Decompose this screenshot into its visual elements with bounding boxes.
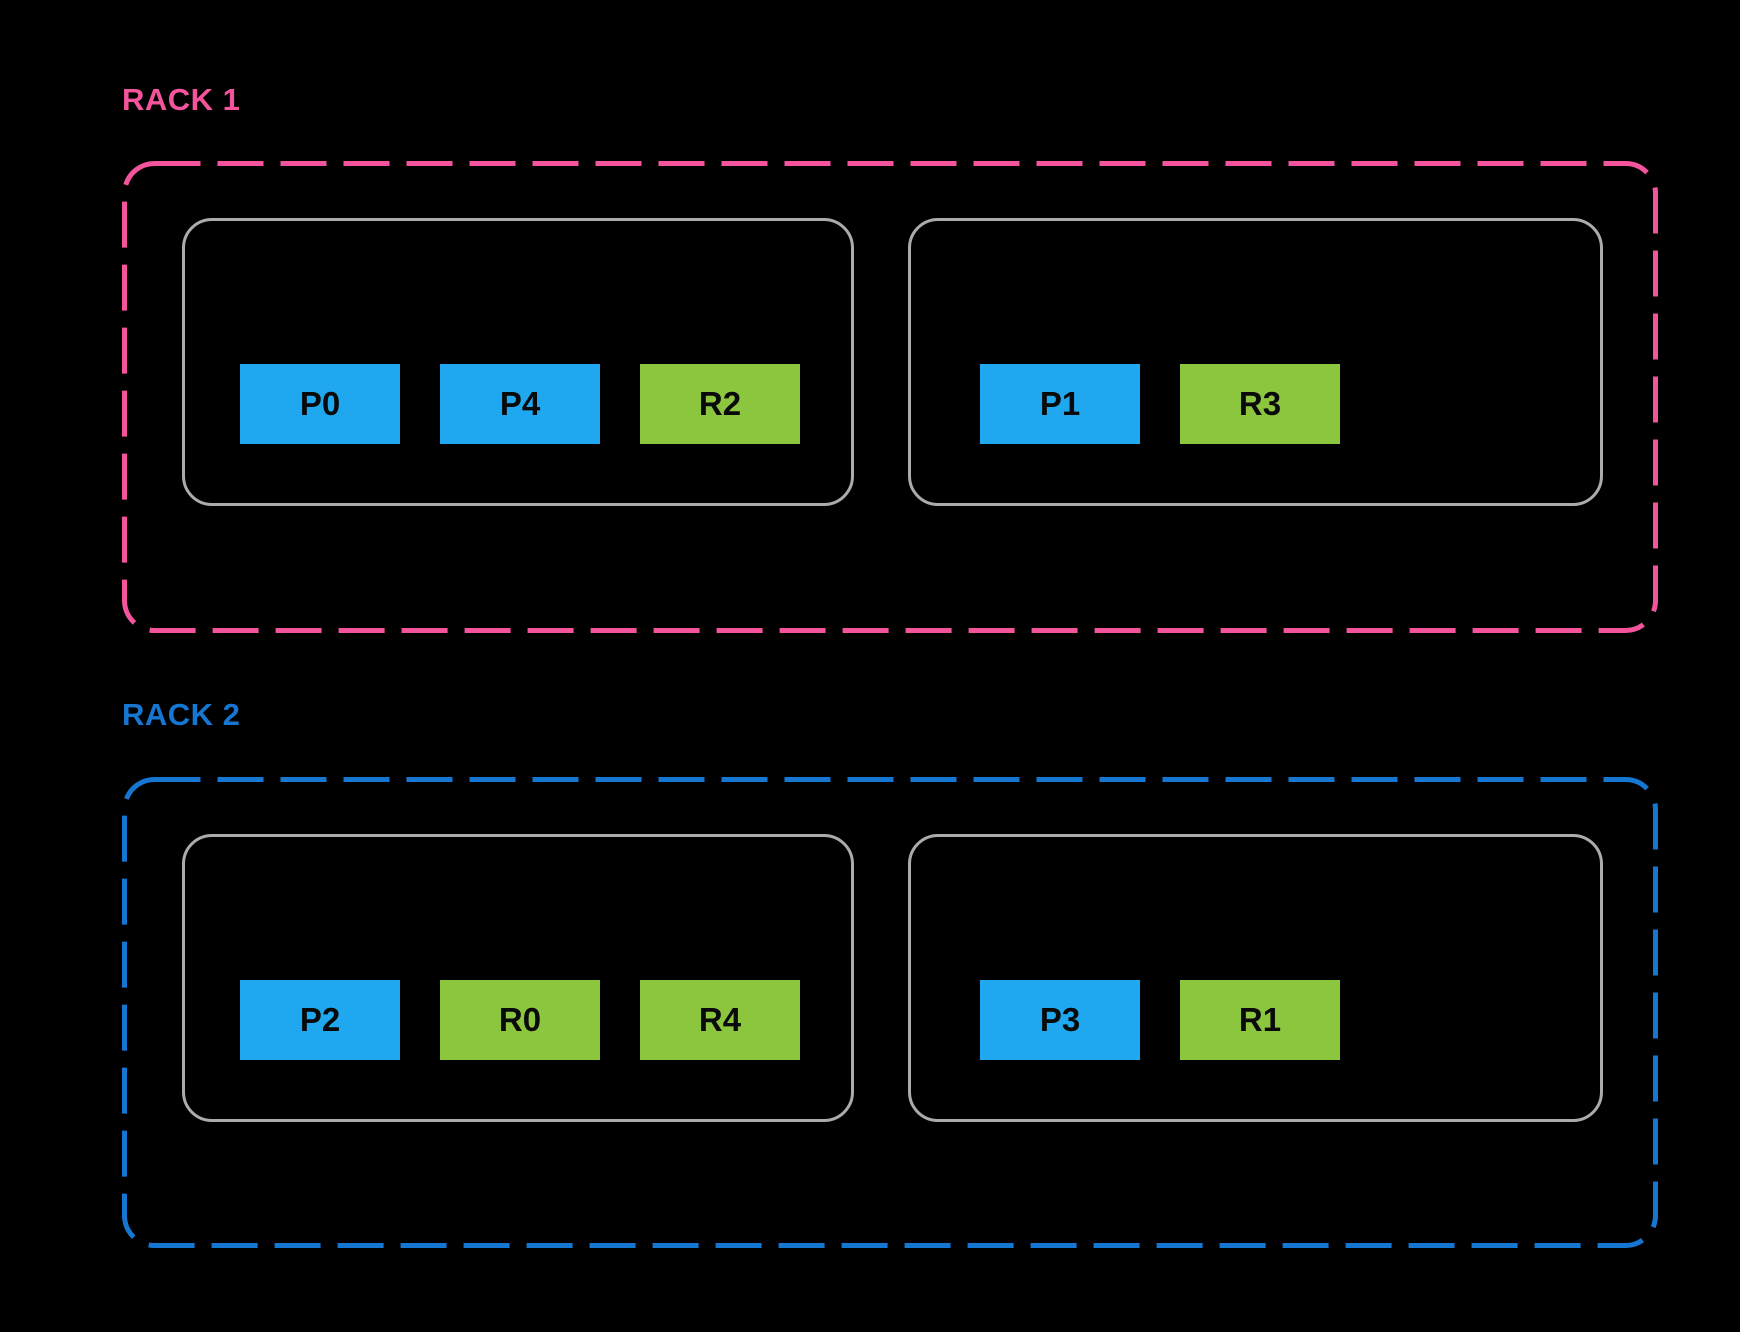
rack-1-label: RACK 1 (122, 82, 241, 117)
rack-1-boundary: P0 P4 R2 P1 R3 (122, 161, 1658, 633)
chip-r2: R2 (640, 364, 800, 444)
chip-p4-label: P4 (499, 385, 541, 422)
chip-p2-label: P2 (299, 1001, 341, 1038)
chip-p2: P2 (240, 980, 400, 1060)
rack-1-node-1: P0 P4 R2 (182, 218, 854, 506)
chip-p0: P0 (240, 364, 400, 444)
rack-2-node-2: P3 R1 (908, 834, 1603, 1122)
rack-2-label: RACK 2 (122, 697, 241, 732)
chip-p3-label: P3 (1039, 1001, 1081, 1038)
chip-r4: R4 (640, 980, 800, 1060)
chip-p1: P1 (980, 364, 1140, 444)
chip-p3: P3 (980, 980, 1140, 1060)
rack-2-boundary: P2 R0 R4 P3 R1 (122, 777, 1658, 1248)
rack-2-node-1: P2 R0 R4 (182, 834, 854, 1122)
chip-r2-label: R2 (698, 385, 742, 422)
chip-r0-label: R0 (498, 1001, 542, 1038)
chip-r3: R3 (1180, 364, 1340, 444)
chip-p4: P4 (440, 364, 600, 444)
rack-1-dashed-border (122, 161, 1658, 633)
rack-1-node-2: P1 R3 (908, 218, 1603, 506)
chip-r3-label: R3 (1238, 385, 1282, 422)
chip-p0-label: P0 (299, 385, 341, 422)
chip-r1: R1 (1180, 980, 1340, 1060)
rack-2-dashed-border (122, 777, 1658, 1248)
chip-r1-label: R1 (1238, 1001, 1282, 1038)
chip-r4-label: R4 (698, 1001, 742, 1038)
chip-p1-label: P1 (1039, 385, 1081, 422)
chip-r0: R0 (440, 980, 600, 1060)
